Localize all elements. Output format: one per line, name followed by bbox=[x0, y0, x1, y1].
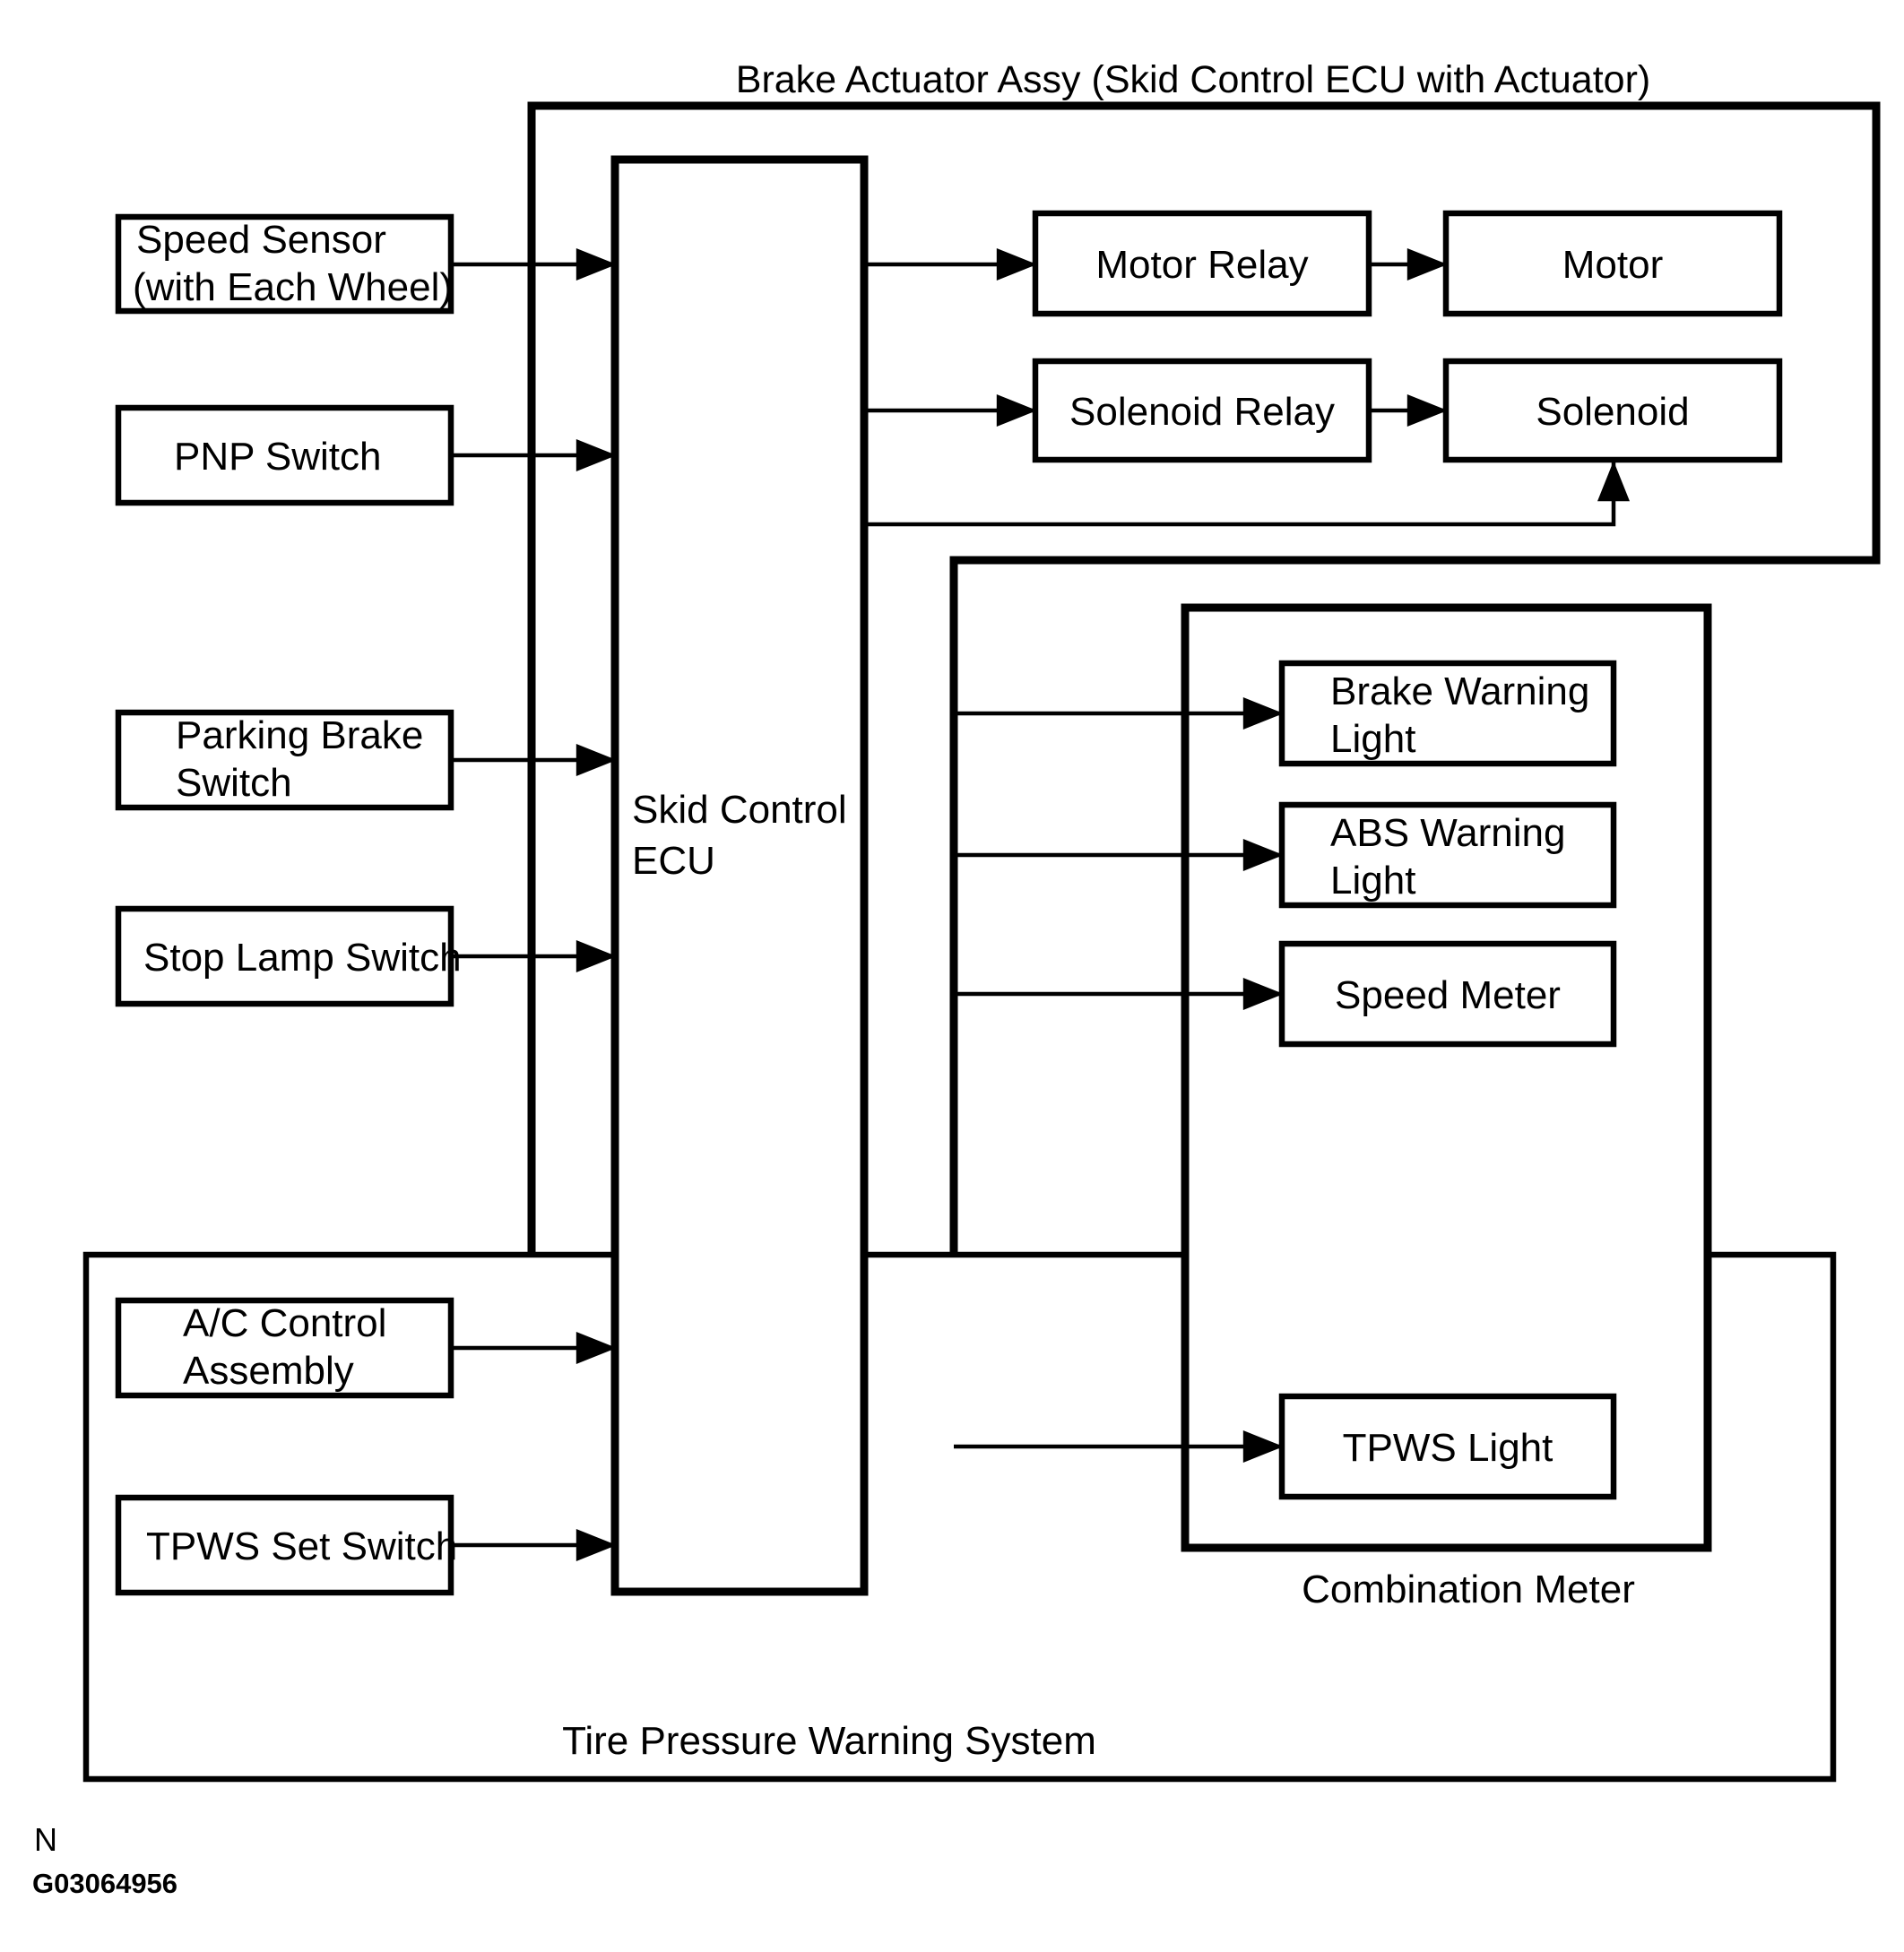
brake-warning-light-label-line1: Brake Warning bbox=[1330, 669, 1589, 713]
solenoid-relay-box bbox=[1032, 358, 1372, 463]
note-marker: N bbox=[34, 1821, 57, 1858]
diagram-title: Brake Actuator Assy (Skid Control ECU wi… bbox=[736, 58, 1650, 101]
figure-id: G03064956 bbox=[32, 1868, 177, 1899]
arrow-ecu-to-solenoid-feedback bbox=[864, 461, 1630, 527]
motor-label: Motor bbox=[1562, 243, 1663, 287]
solenoid-relay-label: Solenoid Relay bbox=[1069, 390, 1335, 434]
speed-meter-label: Speed Meter bbox=[1335, 973, 1561, 1017]
ac-control-assembly-label-line1: A/C Control bbox=[183, 1301, 386, 1345]
brake-warning-light-label-line2: Light bbox=[1330, 717, 1415, 761]
tire-pressure-warning-system-label: Tire Pressure Warning System bbox=[562, 1719, 1096, 1763]
tpws-set-switch-box bbox=[115, 1494, 454, 1596]
skid-control-ecu-label-line1: Skid Control bbox=[632, 788, 847, 832]
motor-relay-label: Motor Relay bbox=[1095, 243, 1308, 287]
motor-box bbox=[1442, 210, 1783, 317]
speed-sensor-label-line1: Speed Sensor bbox=[136, 218, 386, 262]
tpws-set-switch-label: TPWS Set Switch bbox=[146, 1524, 457, 1568]
abs-warning-light-label-line2: Light bbox=[1330, 859, 1415, 903]
skid-control-ecu-box bbox=[610, 155, 869, 1596]
motor-relay-box bbox=[1032, 210, 1372, 317]
ac-control-assembly-box bbox=[115, 1297, 454, 1399]
combination-meter-label: Combination Meter bbox=[1302, 1568, 1635, 1611]
solenoid-label: Solenoid bbox=[1536, 390, 1689, 434]
skid-control-ecu-label-line2: ECU bbox=[632, 839, 715, 883]
solenoid-box bbox=[1442, 358, 1783, 463]
ac-control-assembly-label-line2: Assembly bbox=[183, 1349, 354, 1393]
speed-sensor-box bbox=[115, 213, 454, 315]
speed-sensor-label-line2: (with Each Wheel) bbox=[133, 265, 453, 309]
stop-lamp-switch-label: Stop Lamp Switch bbox=[143, 936, 462, 980]
abs-warning-light-box bbox=[1278, 801, 1617, 909]
pnp-switch-label: PNP Switch bbox=[174, 435, 382, 479]
tpws-light-label: TPWS Light bbox=[1343, 1426, 1553, 1470]
parking-brake-switch-label-line1: Parking Brake bbox=[176, 713, 423, 757]
parking-brake-switch-label-line2: Switch bbox=[176, 761, 292, 805]
stop-lamp-switch-box bbox=[115, 905, 454, 1007]
brake-warning-light-box bbox=[1278, 660, 1617, 767]
pnp-switch-box bbox=[115, 404, 454, 506]
abs-warning-light-label-line1: ABS Warning bbox=[1330, 811, 1565, 855]
